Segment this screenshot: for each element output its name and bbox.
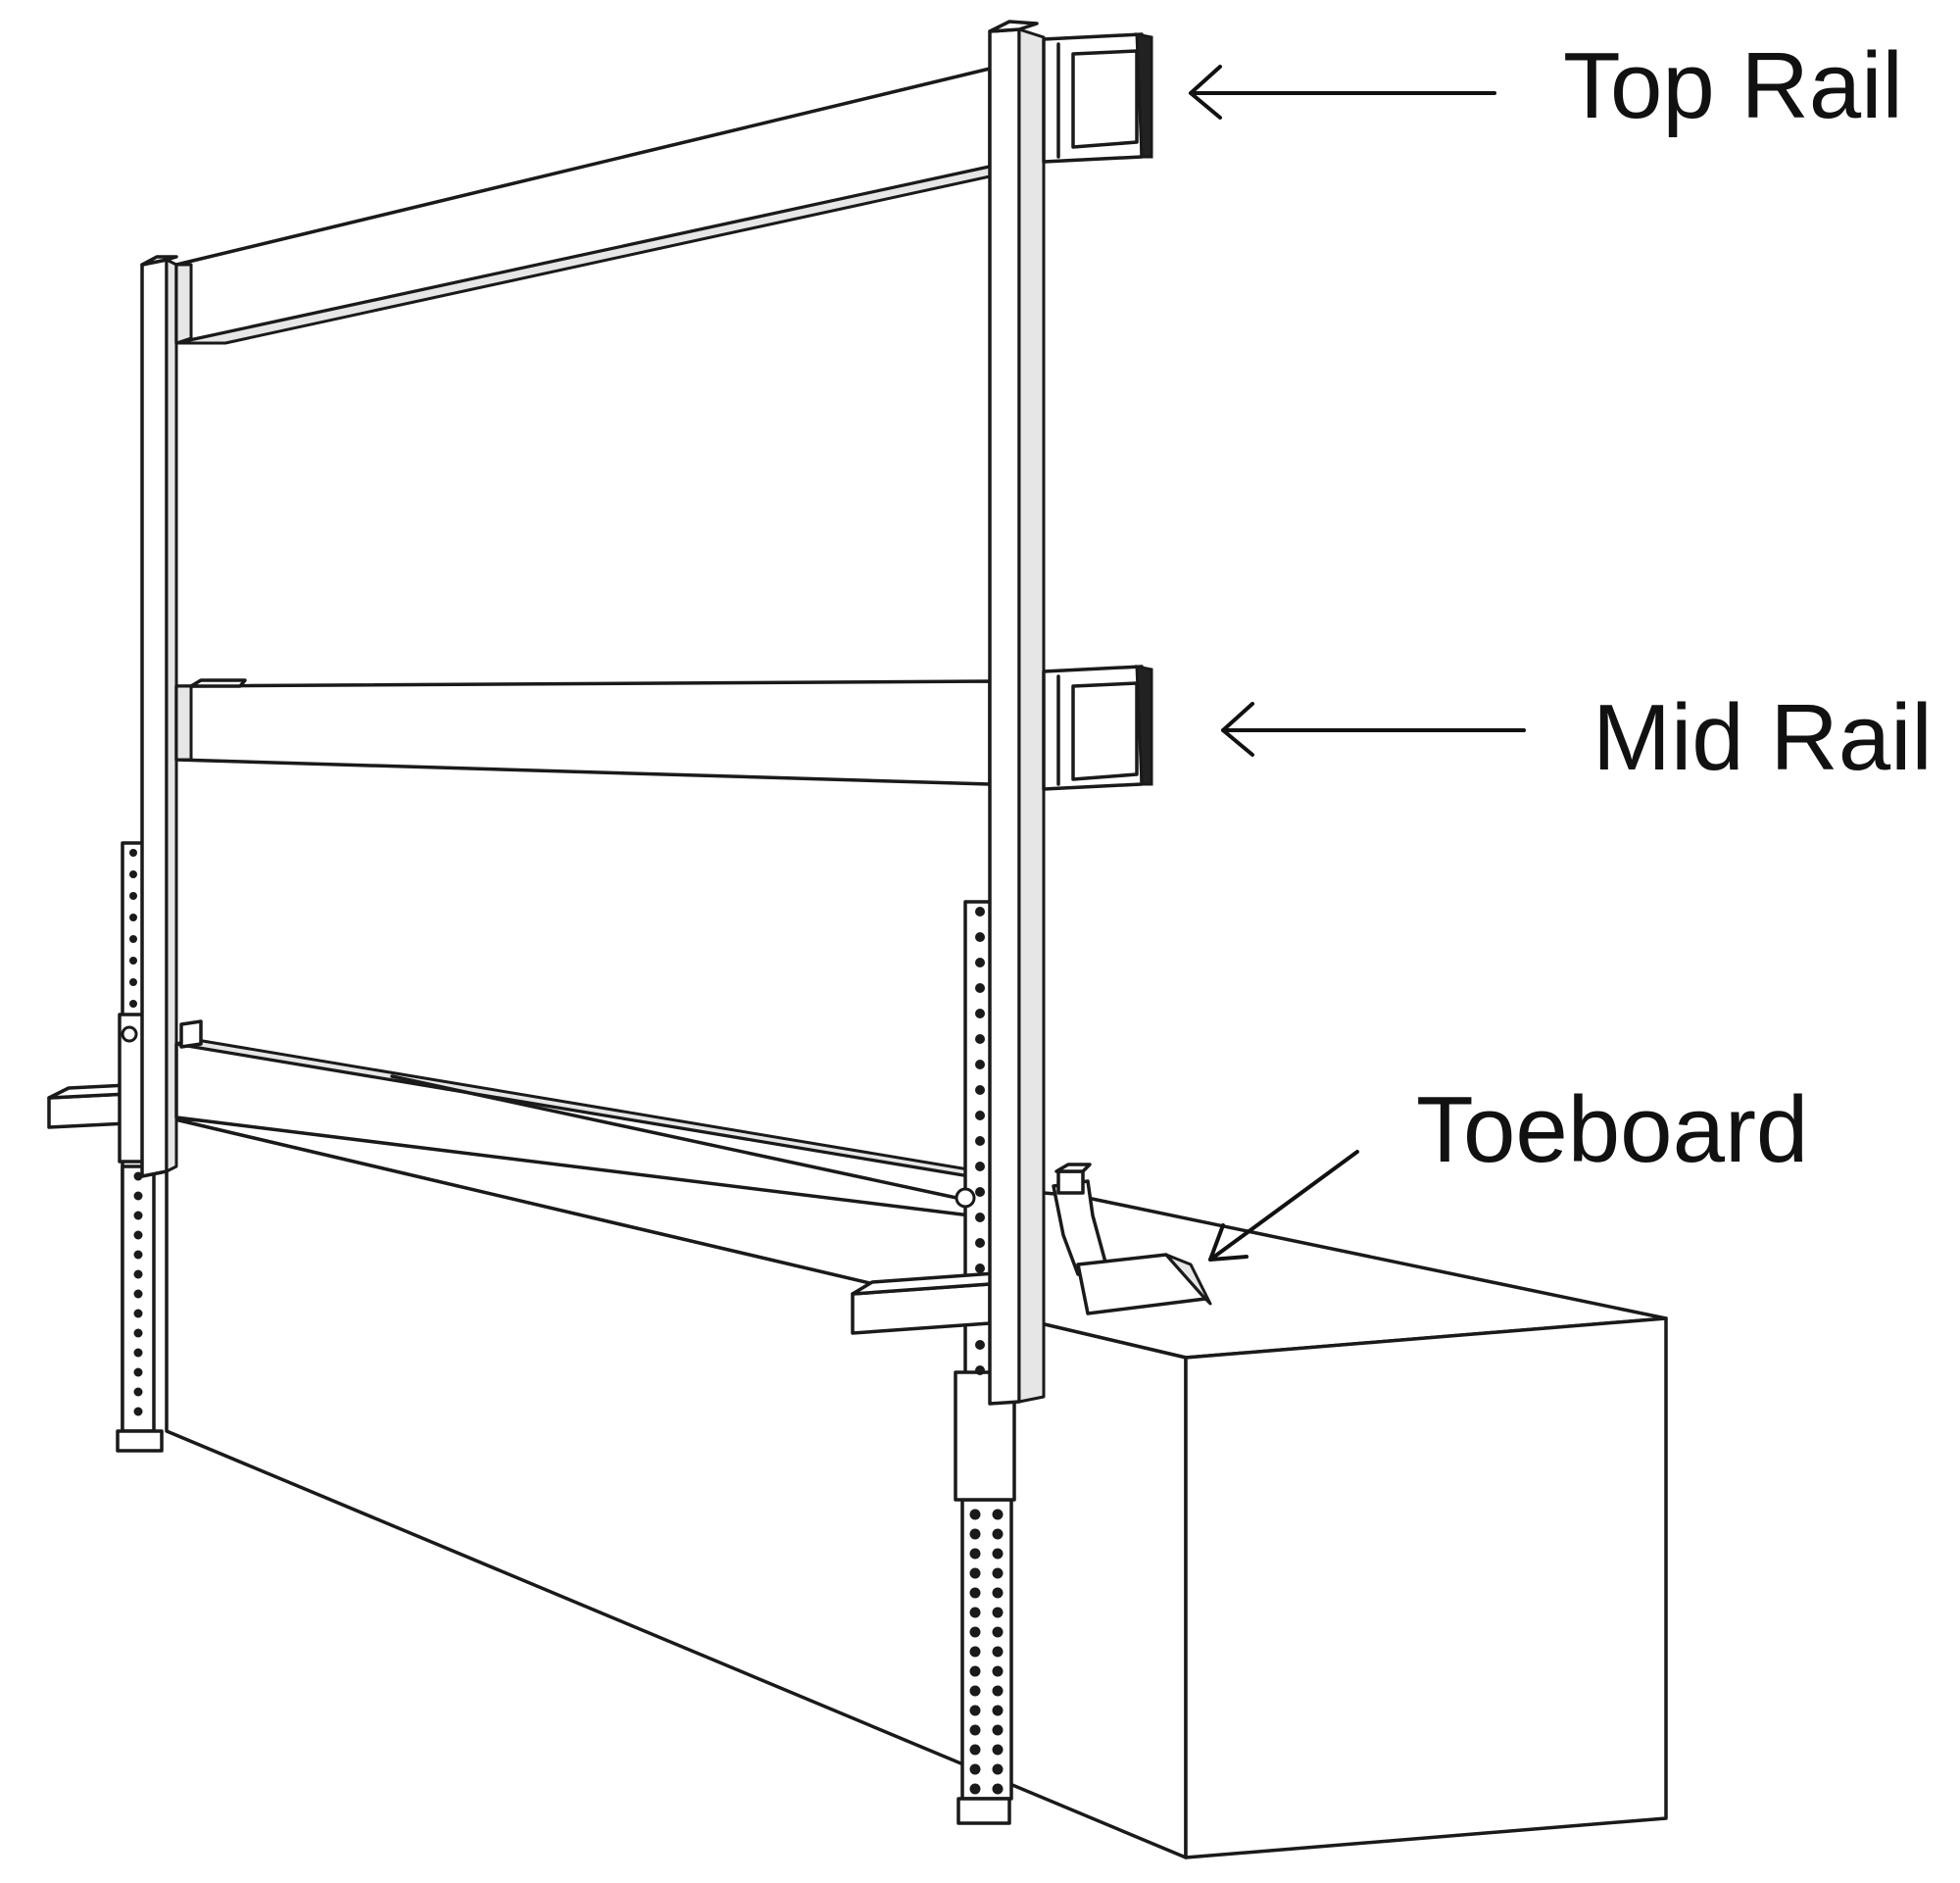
post-hole [975,1365,985,1375]
post-hole [133,1367,143,1377]
post-hole [975,1340,985,1350]
post-hole [969,1705,981,1716]
post-hole [992,1763,1004,1775]
post-hole [992,1783,1004,1795]
post-hole [975,983,985,993]
post-hole [992,1646,1004,1658]
post-hole [975,1034,985,1044]
post-hole [969,1626,981,1638]
post-hole [992,1528,1004,1540]
post-hole [969,1646,981,1658]
post-hole [975,907,985,917]
post-hole [975,1162,985,1171]
post-hole [133,1250,143,1260]
top-rail-arrow [1189,65,1496,120]
post-hole [992,1744,1004,1756]
post-hole [969,1685,981,1697]
post-hole [992,1548,1004,1560]
post-hole [992,1626,1004,1638]
mid-rail [174,678,992,786]
toeboard-bracket [1052,1163,1212,1315]
right-lower-post [954,900,1016,1825]
post-hole [975,1264,985,1273]
post-hole [129,914,137,921]
post-hole [129,935,137,943]
post-hole [969,1724,981,1736]
left-post [140,255,178,1178]
top-rail-bracket [1042,32,1153,164]
right-post [988,20,1046,1406]
toeboard-arrow [1208,1150,1359,1262]
post-hole [133,1191,143,1201]
post-hole [969,1763,981,1775]
post-hole [133,1348,143,1358]
right-post-holes [969,907,1004,1795]
post-hole [992,1509,1004,1520]
post-hole [133,1289,143,1299]
post-hole [133,1309,143,1318]
post-hole [992,1665,1004,1677]
post-hole [129,892,137,900]
post-hole [992,1685,1004,1697]
post-hole [975,1187,985,1197]
post-hole [133,1269,143,1279]
post-hole [969,1528,981,1540]
post-hole [992,1607,1004,1618]
mid-rail-bracket [1042,665,1153,791]
post-hole [975,1238,985,1248]
post-hole [129,870,137,878]
right-clamp [851,1187,1011,1335]
toeboard-label: Toeboard [1416,1077,1808,1182]
post-hole [975,958,985,967]
post-hole [969,1783,981,1795]
post-hole [975,1060,985,1069]
post-hole [975,932,985,942]
post-hole [969,1509,981,1520]
post-hole [969,1744,981,1756]
mid-rail-label: Mid Rail [1592,685,1933,790]
post-hole [129,1000,137,1008]
post-hole [133,1211,143,1220]
base-end-face [1184,1316,1668,1859]
post-hole [133,1407,143,1416]
post-hole [992,1705,1004,1716]
post-hole [129,978,137,986]
post-hole [975,1085,985,1095]
post-hole [969,1665,981,1677]
post-hole [969,1548,981,1560]
post-hole [975,1136,985,1146]
post-hole [969,1607,981,1618]
post-hole [129,957,137,965]
post-hole [129,849,137,857]
post-hole [975,1009,985,1018]
post-hole [975,1111,985,1120]
post-hole [969,1587,981,1599]
post-hole [992,1567,1004,1579]
post-hole [133,1387,143,1397]
top-rail-label: Top Rail [1563,33,1903,138]
post-hole [133,1230,143,1240]
mid-rail-arrow [1221,702,1526,757]
post-hole [992,1724,1004,1736]
post-hole [975,1213,985,1222]
post-hole [969,1567,981,1579]
post-hole [133,1328,143,1338]
post-hole [992,1587,1004,1599]
concrete-base [165,1115,1668,1859]
top-rail [174,67,992,345]
